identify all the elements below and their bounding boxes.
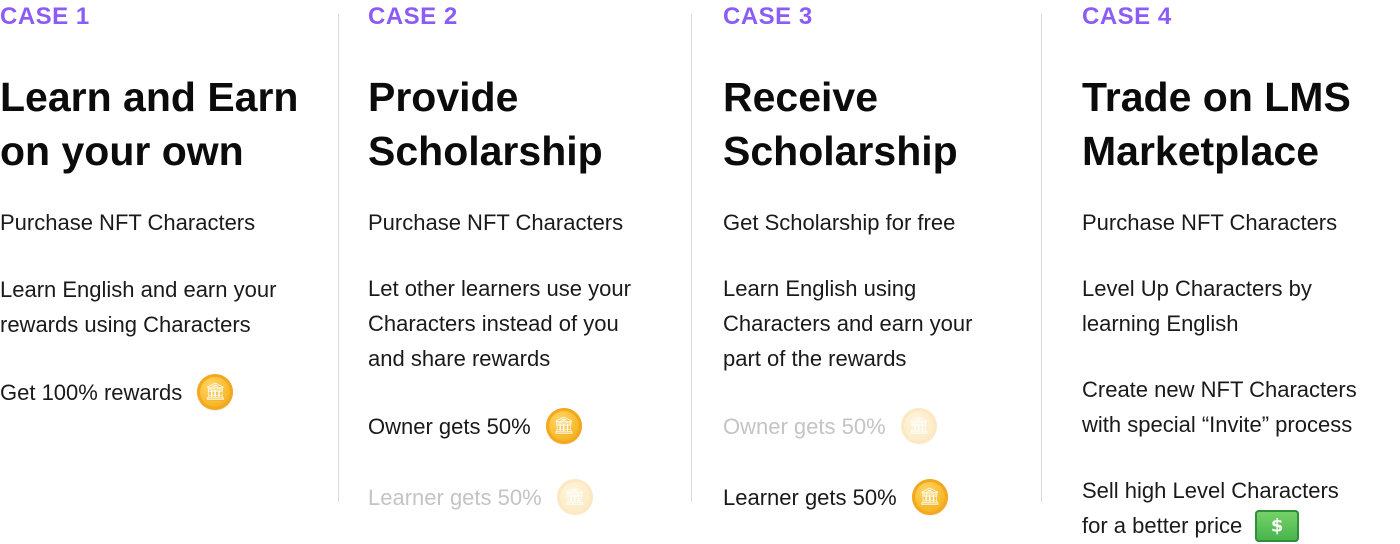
case-title: Provide Scholarship [368, 70, 603, 178]
case-label: CASE 4 [1082, 3, 1172, 30]
title-line: Marketplace [1082, 128, 1320, 174]
case-1-column: CASE 1 Learn and Earn on your own Purcha… [0, 0, 330, 544]
title-line: Learn and Earn [0, 74, 299, 120]
list-item: Create new NFT Characters with special “… [1082, 372, 1357, 442]
title-line: Scholarship [368, 128, 603, 174]
title-line: on your own [0, 128, 244, 174]
item-line: Learn English and earn your [0, 277, 277, 302]
item-text: Get 100% rewards [0, 379, 183, 405]
item-text: Purchase NFT Characters [1082, 210, 1338, 235]
list-item: Learn English using Characters and earn … [723, 271, 972, 376]
coin-icon [545, 408, 582, 444]
list-item: Let other learners use your Characters i… [368, 271, 631, 376]
coin-icon [911, 479, 948, 515]
item-line: for a better price [1082, 513, 1243, 538]
item-line: part of the rewards [723, 346, 907, 371]
list-item: Get Scholarship for free [723, 205, 955, 240]
item-line: with special “Invite” process [1082, 412, 1353, 437]
item-text: Learner gets 50% [368, 484, 542, 510]
item-text: Learner gets 50% [723, 484, 897, 510]
title-line: Scholarship [723, 128, 958, 174]
item-line: Create new NFT Characters [1082, 377, 1357, 402]
list-item: Purchase NFT Characters [1082, 205, 1337, 240]
item-line: rewards using Characters [0, 312, 251, 337]
item-line: Learn English using [723, 276, 917, 301]
case-title: Learn and Earn on your own [0, 70, 298, 178]
coin-icon [197, 374, 234, 410]
item-text: Purchase NFT Characters [0, 210, 256, 235]
list-item: Learner gets 50% [368, 479, 593, 515]
coin-icon [556, 479, 593, 515]
list-item: Learn English and earn your rewards usin… [0, 272, 276, 342]
case-4-column: CASE 4 Trade on LMS Marketplace Purchase… [1082, 0, 1400, 544]
case-2-column: CASE 2 Provide Scholarship Purchase NFT … [368, 0, 688, 544]
case-title: Trade on LMS Marketplace [1082, 70, 1351, 178]
title-line: Trade on LMS [1082, 74, 1351, 120]
item-text: Owner gets 50% [368, 413, 531, 439]
column-divider [1041, 14, 1042, 502]
item-text: Owner gets 50% [723, 413, 886, 439]
case-label: CASE 3 [723, 3, 813, 30]
case-label: CASE 1 [0, 3, 90, 30]
case-title: Receive Scholarship [723, 70, 958, 178]
column-divider [691, 14, 692, 502]
list-item: Learner gets 50% [723, 479, 948, 515]
item-line: and share rewards [368, 346, 551, 371]
list-item: Owner gets 50% [723, 408, 937, 444]
item-line-with-icon: for a better price [1082, 508, 1339, 543]
list-item: Purchase NFT Characters [0, 205, 255, 240]
item-line: Characters and earn your [723, 311, 973, 336]
list-item: Level Up Characters by learning English [1082, 271, 1312, 341]
item-line: Let other learners use your [368, 276, 631, 301]
column-divider [338, 14, 339, 502]
list-item: Get 100% rewards [0, 374, 234, 410]
item-text: Purchase NFT Characters [368, 210, 624, 235]
item-line: Characters instead of you [368, 311, 619, 336]
coin-icon [900, 408, 937, 444]
title-line: Receive [723, 74, 879, 120]
case-label: CASE 2 [368, 3, 458, 30]
list-item: Sell high Level Characters for a better … [1082, 473, 1339, 543]
list-item: Owner gets 50% [368, 408, 582, 444]
list-item: Purchase NFT Characters [368, 205, 623, 240]
money-icon [1255, 509, 1300, 542]
item-line: Level Up Characters by [1082, 276, 1312, 301]
item-text: Get Scholarship for free [723, 210, 956, 235]
title-line: Provide [368, 74, 519, 120]
item-line: learning English [1082, 311, 1239, 336]
item-line: Sell high Level Characters [1082, 478, 1339, 503]
case-3-column: CASE 3 Receive Scholarship Get Scholarsh… [723, 0, 1038, 544]
